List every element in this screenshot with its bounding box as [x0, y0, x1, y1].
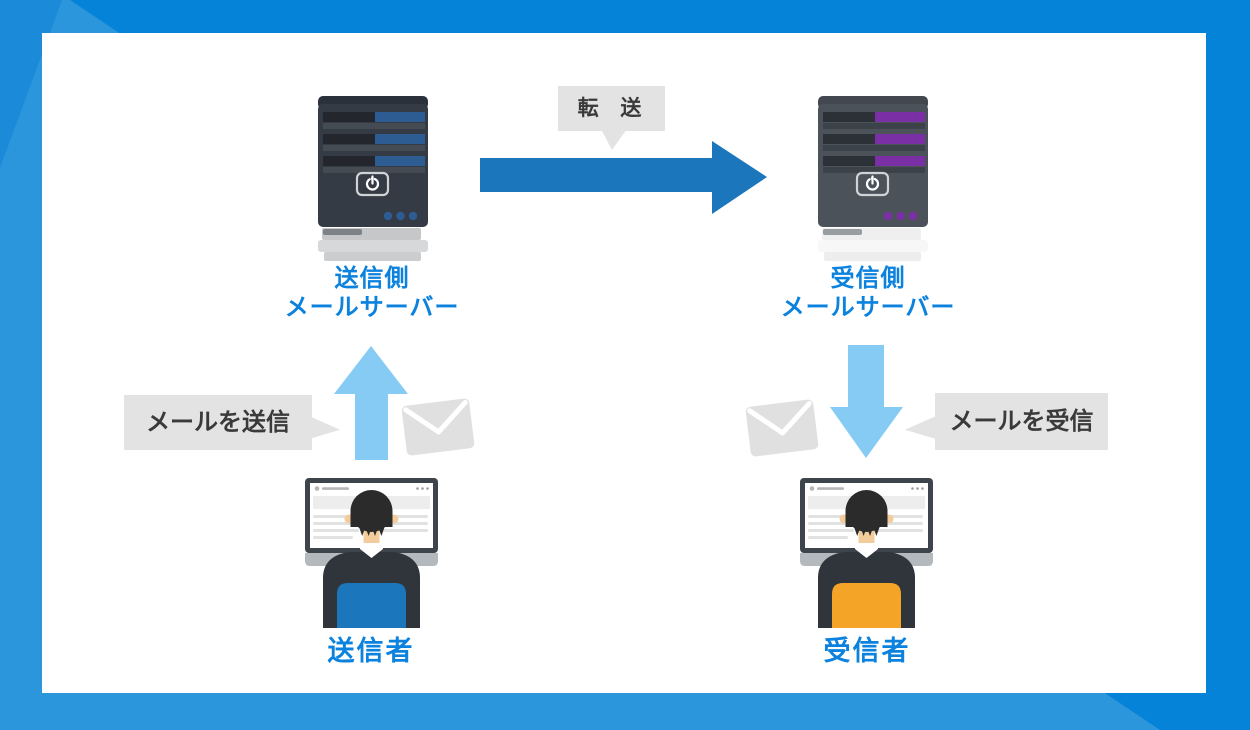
receiver-server-label-line1: 受信側 [830, 265, 906, 292]
receive-mail-bubble: メールを受信 [935, 393, 1108, 450]
upload-arrow-icon [334, 346, 408, 460]
download-arrow-icon [830, 345, 903, 458]
send-mail-bubble-text: メールを送信 [146, 409, 290, 436]
sender-mail-server-icon [318, 96, 428, 261]
transfer-arrow-icon [480, 141, 767, 214]
envelope-icon [401, 398, 475, 456]
receiver-server-label: 受信側 メールサーバー [758, 264, 978, 322]
transfer-bubble: 転 送 [558, 86, 665, 131]
transfer-bubble-text: 転 送 [577, 97, 650, 120]
receiver-user-icon [800, 478, 933, 628]
sender-user-icon [305, 478, 438, 628]
envelope-icon [745, 399, 819, 457]
sender-label: 送信者 [327, 636, 415, 666]
sender-server-label-line1: 送信側 [334, 265, 410, 292]
receiver-mail-server-icon [818, 96, 928, 261]
sender-server-label-line2: メールサーバー [284, 294, 460, 321]
receiver-label: 受信者 [823, 636, 911, 666]
send-mail-bubble: メールを送信 [124, 395, 312, 450]
receive-mail-bubble-text: メールを受信 [949, 408, 1094, 435]
receiver-server-label-line2: メールサーバー [780, 294, 956, 321]
content-panel [42, 33, 1206, 693]
sender-server-label: 送信側 メールサーバー [262, 264, 482, 322]
